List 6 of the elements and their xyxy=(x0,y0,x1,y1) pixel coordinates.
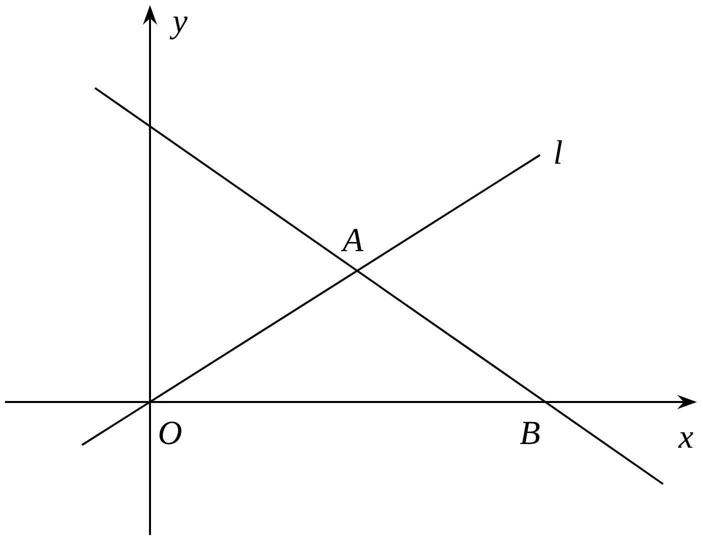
point-label: A xyxy=(340,228,364,252)
point-label: B xyxy=(520,422,540,444)
point-label: x xyxy=(678,432,694,448)
point-label: y xyxy=(170,16,188,40)
point-label: O xyxy=(160,422,182,444)
point-label: l xyxy=(555,140,562,164)
